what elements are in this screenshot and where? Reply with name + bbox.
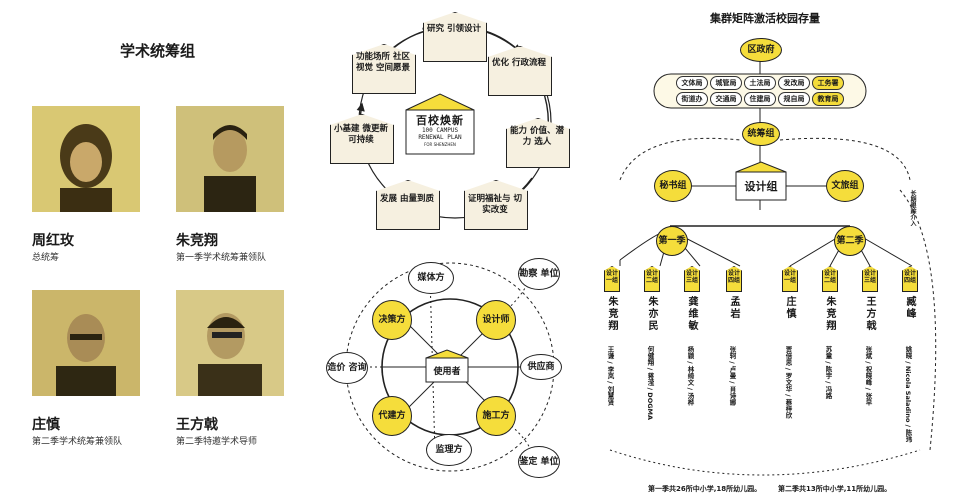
design-group-icon [735,161,787,201]
group-members: 苏童 / 陈宇 / 冯路 [824,346,832,399]
group-lead: 臧峰 [904,296,915,320]
cycle-node-label: 研究 引领设计 [427,24,481,34]
group-lead: 孟岩 [728,296,739,320]
bureau: 发改局 [778,76,810,90]
cycle-node-label: 优化 行政流程 [492,58,546,68]
renewal-plan-logo [405,93,475,155]
bureau: 规自局 [778,92,810,106]
group-members: 杨颖 / 林绮文 / 汤桦 [686,346,694,406]
district-node: 区政府 [740,38,782,62]
group-lead: 朱亦民 [646,296,657,332]
secretary-node: 秘书组 [654,170,692,202]
group-lead: 朱竞翔 [606,296,617,332]
panel-title: 学术统筹组 [120,42,196,60]
network-node: 媒体方 [408,262,454,294]
group-lead: 朱竞翔 [824,296,835,332]
network-node: 代建方 [372,396,412,436]
logo-subtitle: 100 CAMPUS [421,127,459,134]
cycle-node [423,12,487,62]
person-role: 总统筹 [32,253,60,263]
coord-node: 统筹组 [742,122,780,146]
cycle-node [506,118,570,168]
group-lead: 龚维敏 [686,296,697,332]
bureau: 文体局 [676,76,708,90]
cycle-node-label: 能力 价值、潜力 选人 [510,126,564,147]
cycle-node [488,46,552,96]
group-tag: 设计 二组 [644,266,660,292]
bureau: 工务署 [812,76,844,90]
group-members: 何健翔 / 蒋滢 / DOGMA [646,346,654,421]
group-tag: 设计 一组 [782,266,798,292]
group-tag: 设计 二组 [822,266,838,292]
portrait-photo [32,290,140,396]
cycle-node [352,44,416,94]
side-note: 长期跟踪介入 [909,190,916,226]
cycle-node-label: 小基建 微更新 可持续 [334,124,388,145]
season-node: 第一季 [656,226,688,256]
logo-subtitle: FOR SHENZHEN [424,142,456,147]
group-tag: 设计 四组 [902,266,918,292]
group-members: 姚晓 / Nicola Saladino / 陈玮 [904,346,912,443]
user-house-icon [425,349,469,383]
network-node: 监理方 [426,434,472,466]
cycle-node-label: 发展 由量到质 [380,194,434,204]
cycle-node-label: 证明福祉与 切实改变 [468,194,522,215]
person-name: 王方戟 [176,417,218,433]
network-outer-node: 供应商 [520,354,562,380]
network-center-label: 使用者 [433,367,461,377]
group-members: 王谦 / 李岚 / 刘慧贤 [606,346,614,406]
network-node: 决策方 [372,300,412,340]
group-tag: 设计 三组 [862,266,878,292]
person-name: 周红玫 [32,233,74,249]
network-outer-node: 鉴定 单位 [518,446,560,478]
group-members: 贾倍思 / 罗文华 / 蔡梓欣 [784,346,792,419]
network-outer-node: 勘察 单位 [518,258,560,290]
season1-footer: 第一季共26所中小学,18所幼儿园。 [648,485,762,493]
cycle-node-label: 功能场所 社区视觉 空间愿景 [356,52,410,73]
group-tag: 设计 三组 [684,266,700,292]
design-group-label: 设计组 [744,180,778,193]
group-tag: 设计 四组 [726,266,742,292]
group-members: 张轲 / 卢曼 / 肖诗娜 [728,346,736,406]
network-outer-node: 造价 咨询 [326,352,368,384]
network-node: 施工方 [476,396,516,436]
bureau: 街道办 [676,92,708,106]
portrait-photo [176,290,284,396]
group-lead: 王方戟 [864,296,875,332]
cycle-node [376,180,440,230]
group-tag: 设计 一组 [604,266,620,292]
season-node: 第二季 [834,226,866,256]
season2-footer: 第二季共13所中小学,11所幼儿园。 [778,485,892,493]
bureau: 住建局 [744,92,776,106]
network-node: 设计师 [476,300,516,340]
group-lead: 庄慎 [784,296,795,320]
logo-subtitle: RENEWAL PLAN [418,134,462,141]
bureau: 交通局 [710,92,742,106]
logo-title: 百校焕新 [416,114,464,127]
culture-node: 文旅组 [826,170,864,202]
person-role: 第二季特邀学术导师 [176,437,258,447]
person-name: 庄慎 [32,417,60,433]
person-role: 第一季学术统筹兼领队 [176,253,267,263]
cycle-node [330,114,394,164]
person-name: 朱竞翔 [176,233,218,249]
bureau: 教育局 [812,92,844,106]
cycle-node [464,180,528,230]
person-role: 第二季学术统筹兼领队 [32,437,123,447]
bureau: 土法局 [744,76,776,90]
group-members: 张斌 / 祝晓峰 / 张早 [864,346,872,406]
portrait-photo [176,106,284,212]
bureau: 城管局 [710,76,742,90]
portrait-photo [32,106,140,212]
org-title: 集群矩阵激活校园存量 [710,12,820,25]
